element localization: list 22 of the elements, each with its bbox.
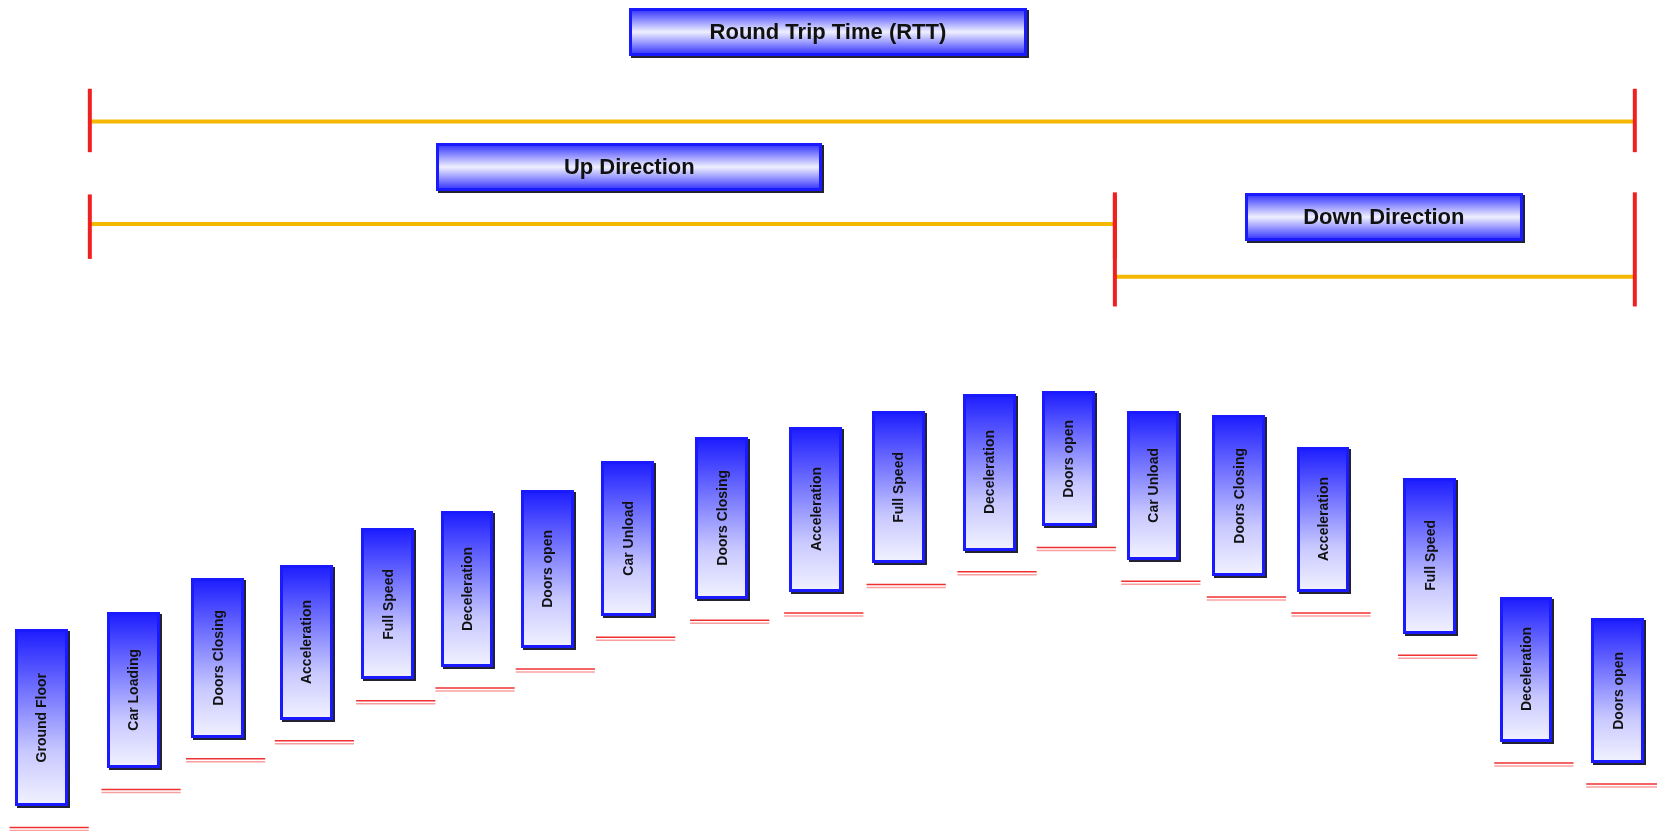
- phase-label-box: Round Trip Time (RTT): [628, 8, 1028, 56]
- phase-label-box: Down Direction: [1244, 193, 1523, 241]
- step-box: Doors open: [1041, 391, 1095, 527]
- step-box: Car Unload: [1126, 411, 1180, 561]
- step-box: Car Unload: [601, 460, 655, 617]
- step-box: Doors Closing: [695, 437, 749, 600]
- step-box: Doors open: [1591, 618, 1645, 763]
- step-box: Acceleration: [789, 426, 843, 592]
- step-box: Deceleration: [1499, 597, 1553, 742]
- step-box: Deceleration: [440, 511, 494, 667]
- step-box: Full Speed: [361, 528, 415, 680]
- step-box: Ground Floor: [14, 628, 68, 807]
- step-box: Full Speed: [871, 411, 925, 564]
- step-box: Acceleration: [280, 565, 333, 720]
- step-box: Doors open: [520, 490, 574, 648]
- step-box: Doors Closing: [191, 578, 245, 738]
- step-box: Deceleration: [962, 394, 1016, 551]
- step-box: Full Speed: [1403, 477, 1457, 635]
- step-box: Doors Closing: [1212, 415, 1265, 576]
- step-box: Car Loading: [106, 611, 160, 769]
- step-box: Acceleration: [1296, 447, 1350, 592]
- phase-label-box: Up Direction: [436, 142, 823, 192]
